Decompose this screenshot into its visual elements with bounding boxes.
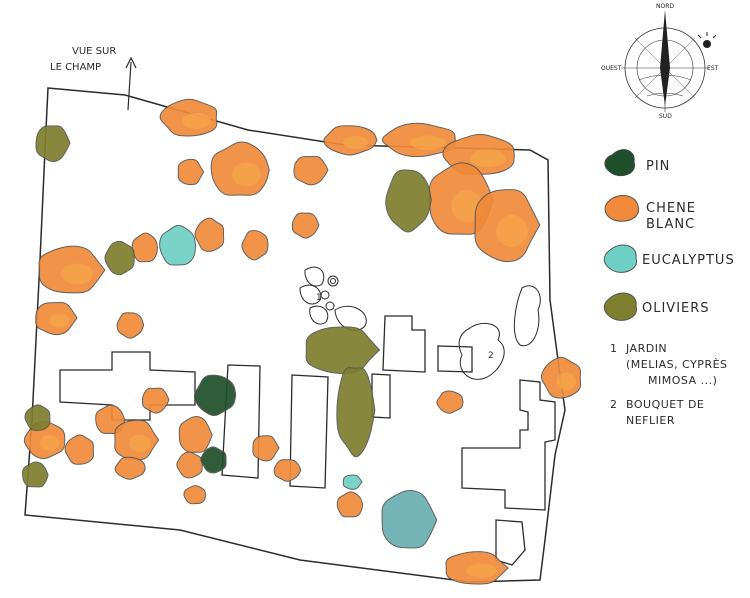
note-2-number: 2: [610, 398, 618, 411]
building-east-complex: [461, 379, 556, 511]
legend-label-eucalyptus: EUCALYPTUS: [642, 253, 735, 268]
tree-pine: [193, 374, 237, 417]
tree-oak: [436, 390, 464, 414]
tree-highlight: [470, 149, 506, 168]
tree-highlight: [49, 313, 70, 328]
tree-pine: [200, 446, 227, 474]
tree-oak: [114, 456, 146, 480]
tree-highlight: [556, 372, 577, 391]
tree-olive: [24, 404, 51, 431]
legend-label-olive: OLIVIERS: [642, 301, 710, 316]
note-1-line-1: JARDIN: [625, 342, 667, 355]
tree-eucalyptus: [381, 490, 438, 549]
tree-oak: [64, 434, 95, 465]
tree-oak: [252, 435, 280, 462]
tree-oak: [273, 459, 302, 482]
tree-highlight: [410, 135, 446, 150]
view-note-line-2: LE CHAMP: [50, 62, 101, 73]
legend-item-olive: OLIVIERS: [603, 292, 710, 321]
tree-oak: [293, 155, 329, 186]
tree-oak: [178, 416, 213, 453]
legend: PIN CHENE BLANC EUCALYPTUS OLIVIERS: [603, 149, 735, 321]
legend-swatch-pine: [604, 149, 636, 177]
legend-swatch-eucalyptus: [603, 244, 638, 273]
tree-olive: [305, 326, 381, 375]
tree-highlight: [232, 162, 261, 187]
building-main-west: [59, 351, 196, 421]
garden-marker: 1: [316, 293, 322, 303]
tree-oak: [116, 312, 145, 339]
tree-eucalyptus: [159, 224, 197, 266]
legend-item-white-oak: CHENE BLANC: [604, 194, 696, 232]
notes: 1 JARDIN (MELIAS, CYPRÈS MIMOSA ...) 2 B…: [610, 342, 728, 427]
building-south-east: [495, 519, 526, 566]
tree-oak: [194, 217, 225, 252]
tree-oak: [141, 387, 170, 414]
tree-canopies: [22, 98, 582, 585]
tree-oak: [131, 232, 159, 263]
note-1-line-2: (MELIAS, CYPRÈS: [626, 358, 728, 371]
loquat-marker: 2: [488, 351, 494, 361]
building-small-1: [382, 315, 426, 373]
tree-oak: [291, 212, 320, 239]
tree-olive: [22, 461, 49, 488]
tree-oak: [183, 485, 206, 505]
tree-oak: [336, 491, 364, 518]
tree-highlight: [466, 563, 498, 578]
tree-oak: [177, 158, 205, 186]
legend-swatch-olive: [603, 292, 638, 321]
legend-item-pine: PIN: [604, 149, 670, 177]
legend-label-white-oak-1: CHENE: [646, 201, 696, 216]
garden-outline: [299, 266, 367, 331]
legend-label-white-oak-2: BLANC: [646, 217, 695, 232]
compass-south: SUD: [659, 113, 672, 120]
tree-olive: [385, 169, 432, 233]
tree-highlight: [182, 113, 211, 129]
tree-olive: [35, 125, 71, 163]
building-small-2: [437, 345, 473, 373]
buildings: [59, 315, 556, 566]
view-arrow: [125, 56, 137, 111]
building-center-2: [289, 374, 329, 489]
legend-label-pine: PIN: [646, 159, 670, 174]
tree-highlight: [129, 434, 151, 453]
legend-item-eucalyptus: EUCALYPTUS: [603, 244, 735, 273]
compass-east: EST: [707, 65, 719, 72]
note-1-line-3: MIMOSA ...): [648, 374, 717, 387]
compass-rose: NORD SUD EST OUEST: [601, 3, 719, 120]
tree-oak: [241, 229, 269, 261]
view-note-line-1: VUE SUR: [72, 46, 116, 57]
legend-swatch-white-oak: [604, 194, 640, 222]
tree-oak: [176, 451, 203, 479]
tree-highlight: [60, 263, 94, 285]
note-2-line-2: NEFLIER: [626, 414, 675, 427]
tree-highlight: [343, 136, 369, 149]
tree-eucalyptus: [342, 474, 363, 490]
compass-north: NORD: [656, 3, 674, 10]
tree-highlight: [39, 435, 60, 451]
note-2-line-1: BOUQUET DE: [626, 398, 704, 411]
loquat-grove-outline: [458, 285, 541, 380]
tree-highlight: [496, 215, 528, 247]
tree-olive: [104, 240, 135, 276]
note-1-number: 1: [610, 342, 618, 355]
compass-west: OUEST: [601, 65, 622, 72]
tree-olive: [336, 367, 376, 458]
